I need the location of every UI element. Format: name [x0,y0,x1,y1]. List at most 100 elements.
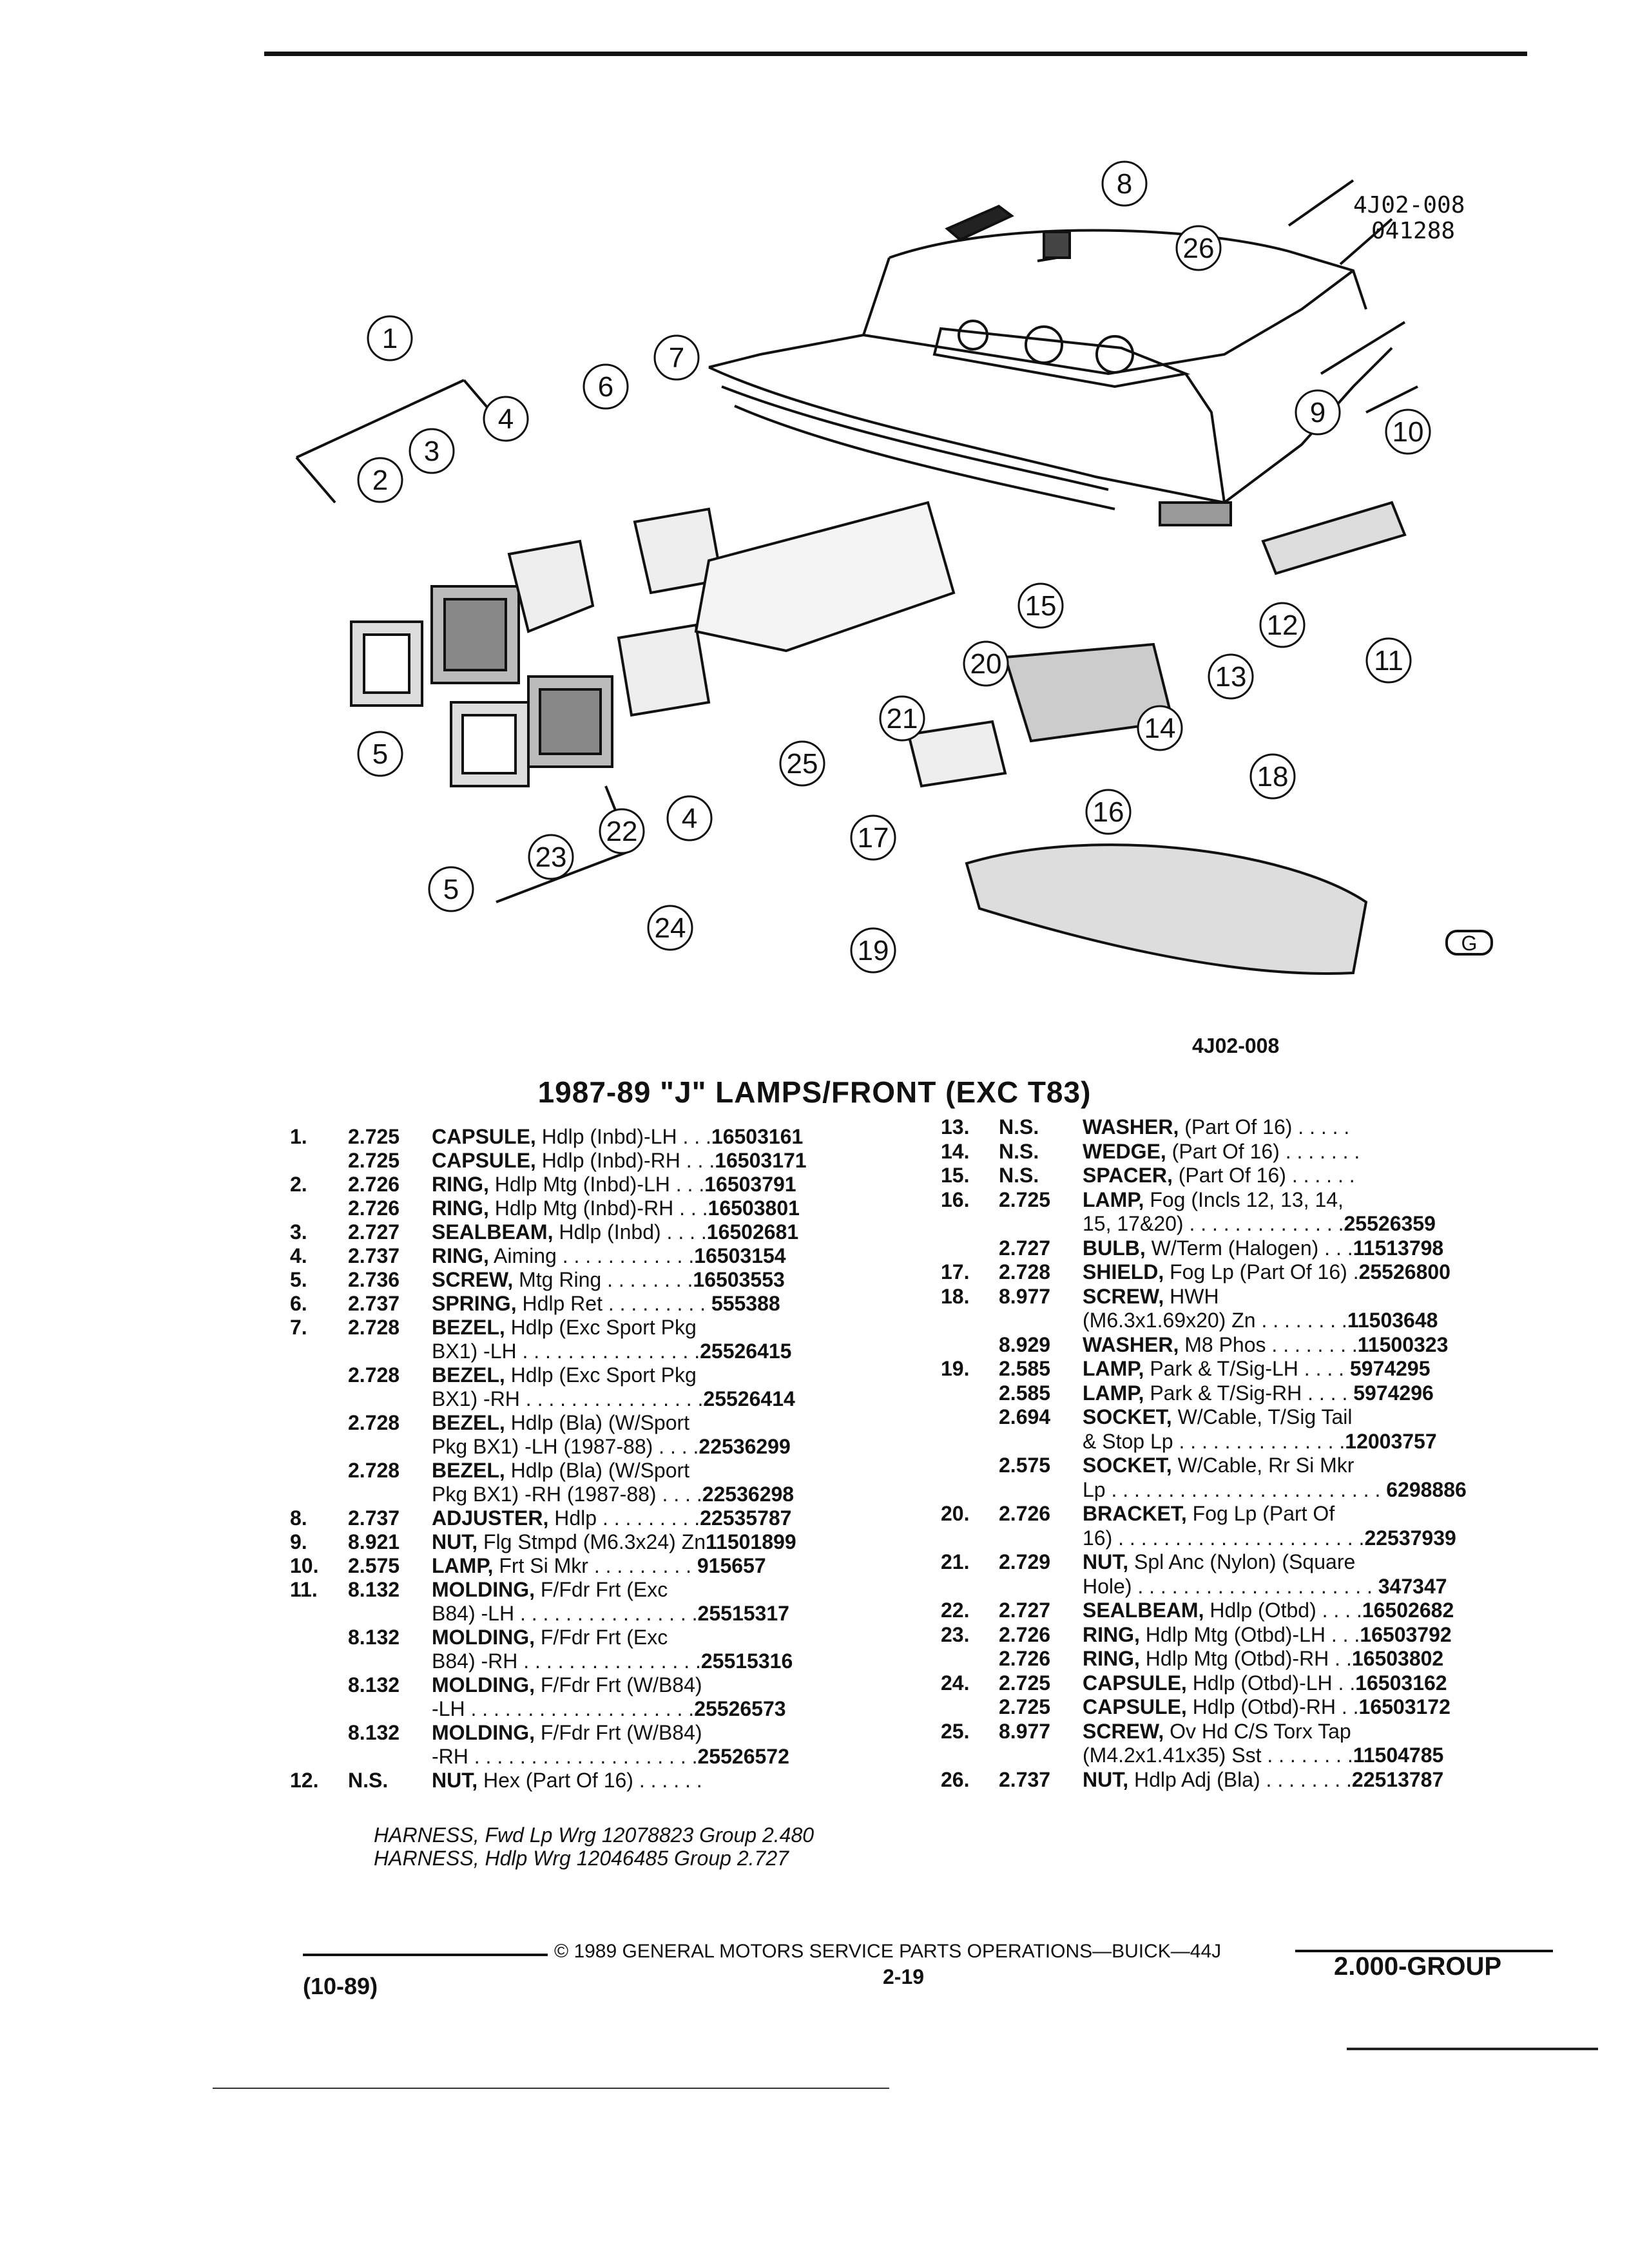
part-name: RING, [1083,1622,1140,1646]
leader-dots: . . . . . . [633,1769,702,1792]
svg-text:26: 26 [1183,233,1215,264]
callout-9: 9 [1295,389,1341,436]
ref-number: 11. [290,1578,318,1601]
group-number: 2.736 [348,1268,400,1291]
part-detail: Hdlp Mtg (Inbd)-LH [488,1173,670,1196]
svg-text:19: 19 [858,935,889,966]
leader-dots: . . . . . . . . . . . . . . . . [516,1340,700,1363]
group-number: 2.728 [348,1363,400,1387]
part-number: 16503791 [704,1173,796,1196]
part-name: MOLDING, [432,1673,535,1696]
part-number: 25526800 [1358,1260,1451,1283]
part-name: NUT, [1083,1767,1129,1791]
part-number: 16503161 [711,1125,804,1148]
leader-dots: . . . [1325,1622,1360,1646]
leader-dots: . [1347,1260,1359,1283]
part-detail: Hdlp [548,1506,597,1530]
part-description: Pkg BX1) -RH (1987-88) . . . .22536298 [432,1482,794,1506]
ref-number: 9. [290,1530,307,1553]
part-detail: Hdlp (Inbd) [553,1220,661,1244]
svg-text:12: 12 [1267,610,1298,641]
part-number: 555388 [711,1292,780,1315]
part-detail: Hdlp (Bla) (W/Sport [505,1459,690,1482]
svg-text:20: 20 [970,648,1002,680]
part-name: SCREW, [432,1268,514,1291]
part-number: 25526414 [703,1387,795,1410]
part-description: RING, Aiming . . . . . . . . . . . .1650… [432,1244,786,1268]
leader-dots: . . . . . [1292,1115,1350,1139]
part-description: LAMP, Park & T/Sig-RH . . . . 5974296 [1083,1381,1434,1405]
group-number: 8.921 [348,1530,400,1553]
group-number: 2.729 [999,1550,1051,1573]
ref-number: 20. [941,1502,970,1525]
part-name: BEZEL, [432,1411,505,1434]
part-detail: M8 Phos [1179,1332,1266,1356]
part-detail: Lp [1083,1477,1106,1501]
leader-dots: . . . . . . . . . [602,1292,711,1315]
leader-dots: . . . . . . . . . . . . . . . . . . . . … [1105,1477,1387,1501]
ref-number: 6. [290,1292,307,1315]
callout-13: 13 [1208,653,1254,700]
ref-number: 5. [290,1268,307,1291]
part-number: 16503162 [1355,1671,1447,1695]
leader-dots: . . . [680,1149,715,1172]
part-detail: Hdlp (Exc Sport Pkg [505,1316,697,1339]
part-detail: (Part Of 16) [1172,1164,1286,1187]
group-number: 2.737 [999,1767,1051,1791]
part-detail: Hdlp Mtg (Otbd)-RH [1139,1647,1329,1670]
leader-dots: . . . . . . . . . . . . . . . . . . . . [468,1745,698,1768]
part-name: SCREW, [1083,1719,1164,1743]
part-description: WASHER, M8 Phos . . . . . . . .11500323 [1083,1332,1448,1357]
part-detail: W/Cable, Rr Si Mkr [1171,1454,1354,1477]
part-detail: 16) [1083,1526,1113,1550]
part-name: BEZEL, [432,1459,505,1482]
callout-20: 20 [963,640,1009,687]
part-detail: F/Fdr Frt (Exc [534,1626,668,1649]
part-number: 16502681 [706,1220,799,1244]
ref-number: 26. [941,1767,970,1791]
group-number: 2.737 [348,1244,400,1267]
ref-number: 10. [290,1554,319,1577]
group-number: 2.725 [999,1695,1051,1718]
group-number: 2.727 [999,1599,1051,1622]
part-number: 16503792 [1360,1622,1452,1646]
diagram-id-bottom: 4J02-008 [1192,1034,1280,1057]
part-name: SEALBEAM, [432,1220,554,1244]
callout-7: 7 [653,334,700,381]
part-description: RING, Hdlp Mtg (Otbd)-LH . . .16503792 [1083,1622,1452,1647]
gm-logo: G [1445,930,1493,956]
ref-number: 3. [290,1220,307,1244]
part-detail: F/Fdr Frt (Exc [534,1578,668,1601]
group-number: 2.726 [999,1502,1051,1525]
callout-3: 3 [409,428,455,474]
ref-number: 16. [941,1187,970,1211]
part-name: RING, [432,1173,489,1196]
svg-text:2: 2 [372,465,388,496]
part-name: MOLDING, [432,1626,535,1649]
part-name: SHIELD, [1083,1260,1164,1283]
part-description: RING, Hdlp Mtg (Otbd)-RH . .16503802 [1083,1646,1443,1671]
part-number: 25515317 [697,1602,789,1625]
ref-number: 8. [290,1506,307,1530]
part-detail: B84) -LH [432,1602,515,1625]
ref-number: 1. [290,1125,307,1148]
group-number: 2.725 [348,1149,400,1172]
part-description: MOLDING, F/Fdr Frt (W/B84) [432,1720,702,1745]
svg-text:17: 17 [858,822,889,854]
part-detail: Park & T/Sig-RH [1144,1381,1302,1405]
svg-text:G: G [1461,932,1478,955]
callout-4b: 4 [666,795,713,841]
part-description: -LH . . . . . . . . . . . . . . . . . . … [432,1696,786,1721]
part-description: SCREW, Ov Hd C/S Torx Tap [1083,1719,1351,1744]
part-name: WASHER, [1083,1115,1179,1139]
group-number: 2.737 [348,1292,400,1315]
callout-25: 25 [779,740,825,787]
part-name: BEZEL, [432,1363,505,1387]
part-description: Lp . . . . . . . . . . . . . . . . . . .… [1083,1477,1467,1502]
page-number: 2-19 [883,1965,925,1988]
part-detail: Hdlp (Inbd)-RH [535,1149,680,1172]
part-number: 5974296 [1353,1381,1434,1405]
svg-text:25: 25 [787,748,818,780]
part-name: CAPSULE, [1083,1671,1187,1695]
part-detail: HWH [1164,1284,1219,1308]
